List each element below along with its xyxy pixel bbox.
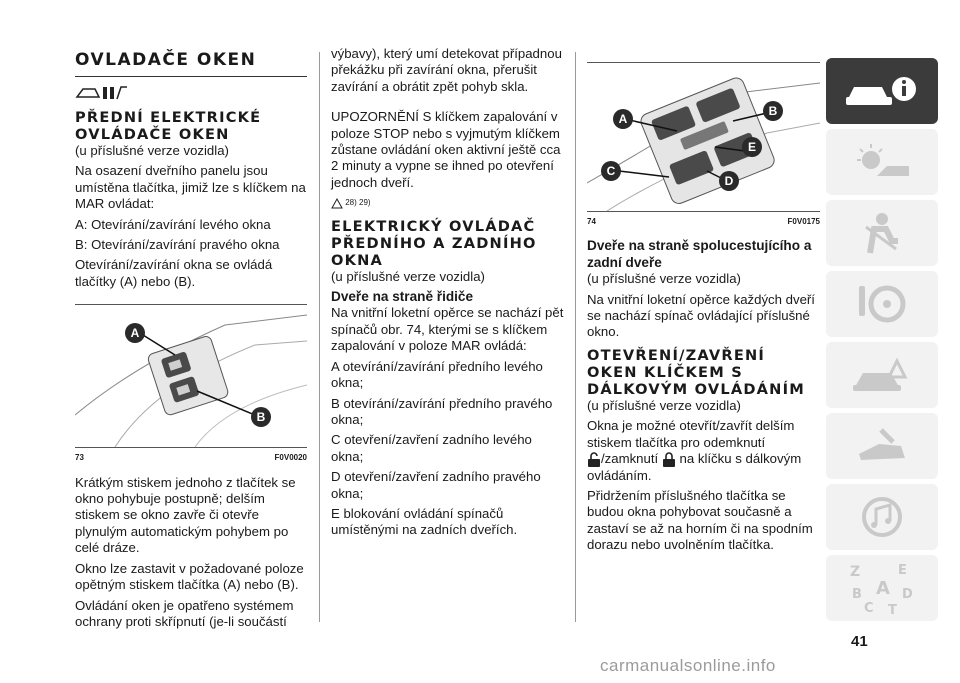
tab-safety[interactable] — [826, 200, 938, 266]
tab-car-info[interactable] — [826, 58, 938, 124]
tab-maintenance[interactable] — [826, 413, 938, 479]
chapter-tabs: Z E B A D C T — [826, 58, 938, 626]
version-icons — [75, 83, 307, 105]
paragraph: Přidržením příslušného tlačítka se budou… — [587, 487, 813, 553]
index-letter: A — [876, 578, 890, 599]
figure-caption: 74 F0V0175 — [587, 214, 820, 230]
tab-dashboard[interactable] — [826, 129, 938, 195]
subtitle-driver-door: Dveře na straně řidiče — [331, 289, 474, 305]
warning-ref-numbers: 28) 29) — [345, 198, 371, 208]
index-letters-icon: Z E B A D C T — [850, 563, 913, 616]
figure-74: A B E C D — [586, 62, 821, 212]
watermark: carmanualsonline.info — [600, 656, 776, 675]
paragraph: Okno lze zastavit v požadované poloze op… — [75, 560, 304, 593]
version-note: (u příslušné verze vozidla) — [75, 143, 229, 158]
paragraph: Na vnitřní loketní opěrce se nachází pět… — [331, 305, 564, 354]
paragraph: Na vnitřní loketní opěrce každých dveří … — [587, 291, 815, 340]
lock-icon — [662, 451, 675, 467]
index-letter: D — [902, 587, 913, 602]
index-letter: Z — [850, 564, 860, 580]
item-b: B otevírání/zavírání předního pravého ok… — [331, 395, 553, 427]
paragraph: Ovládání oken je opatřeno systémem ochra… — [75, 597, 294, 629]
tab-multimedia[interactable] — [826, 484, 938, 550]
version-equipment-icon — [75, 86, 127, 100]
figure-number: 73 — [75, 453, 84, 463]
figure-code: F0V0175 — [787, 217, 820, 226]
version-note: (u příslušné verze vozidla) — [587, 397, 741, 413]
column-divider — [319, 52, 320, 622]
paragraph: výbavy), který umí detekovat případnou p… — [331, 46, 562, 94]
figure-73: A B — [74, 304, 308, 449]
figure-number: 74 — [587, 217, 596, 226]
subtitle-passenger-doors: Dveře na straně spolucestujícího a zadní… — [587, 238, 812, 270]
callout-a: A — [125, 323, 145, 344]
main-title: OVLADAČE OKEN — [75, 50, 257, 70]
index-letter: C — [864, 601, 874, 616]
figure-caption: 73 F0V0020 — [75, 450, 307, 466]
tab-emergency[interactable] — [826, 342, 938, 408]
index-letter: E — [898, 563, 907, 578]
wrench-service-icon — [859, 428, 905, 460]
paragraph-remote: Okna je možné otevřít/zavřít delším stis… — [587, 418, 820, 484]
column-1: OVLADAČE OKEN PŘEDNÍ ELEKTRICKÉ OVLÁDAČE… — [74, 50, 308, 634]
door-switch-illustration — [74, 314, 308, 448]
column-3: A B E C D 74 F0V0175 Dveře na straně spo… — [586, 62, 821, 558]
item-a: A: Otevírání/zavírání levého okna — [75, 216, 271, 232]
paragraph: Krátkým stiskem jednoho z tlačítek se ok… — [75, 474, 296, 556]
airbag-seat-icon — [865, 213, 898, 254]
tab-index[interactable]: Z E B A D C T — [826, 555, 938, 621]
callout-b: B — [763, 101, 783, 121]
version-note: (u příslušné verze vozidla) — [587, 271, 741, 287]
tab-starting-driving[interactable] — [826, 271, 938, 337]
index-letter: T — [888, 603, 897, 616]
item-b: B: Otevírání/zavírání pravého okna — [75, 237, 280, 253]
callout-e: E — [742, 137, 762, 157]
text-part: Okna je možné otevřít/zavřít delším stis… — [587, 418, 795, 450]
index-letter: B — [852, 587, 862, 602]
item-c: C otevření/zavření zadního levého okna; — [331, 432, 532, 464]
music-phone-icon — [862, 497, 902, 537]
warning-triangle-icon — [331, 197, 343, 209]
warning-refs: 28) 29) — [331, 195, 564, 211]
item-d: D otevření/zavření zadního pravého okna; — [331, 469, 541, 501]
callout-c: C — [601, 161, 621, 181]
section-title-front-rear: ELEKTRICKÝ OVLÁDAČ PŘEDNÍHO A ZADNÍHO OK… — [331, 217, 537, 269]
unlock-icon — [588, 451, 600, 467]
title-rule — [75, 76, 307, 77]
warning-paragraph: UPOZORNĚNÍ S klíčkem zapalování v poloze… — [331, 109, 561, 190]
text-part: /zamknutí — [601, 451, 659, 467]
callout-d: D — [719, 171, 739, 191]
column-divider — [575, 52, 576, 622]
callout-a: A — [613, 109, 633, 129]
page-number: 41 — [851, 633, 868, 650]
column-2: výbavy), který umí detekovat případnou p… — [331, 46, 564, 543]
paragraph: Na osazení dveřního panelu jsou umístěna… — [75, 163, 306, 212]
paragraph: Otevírání/zavírání okna se ovládá tlačít… — [75, 257, 273, 289]
car-info-icon — [846, 77, 916, 105]
callout-b: B — [251, 407, 271, 428]
version-note: (u příslušné verze vozidla) — [331, 268, 485, 284]
item-e: E blokování ovládání spínačů umístěnými … — [331, 505, 518, 538]
section-title-remote: OTEVŘENÍ/ZAVŘENÍ OKEN KLÍČKEM S DÁLKOVÝM… — [587, 346, 805, 398]
figure-code: F0V0020 — [274, 453, 307, 463]
steering-key-icon — [859, 285, 906, 323]
dashboard-lights-icon — [857, 144, 909, 176]
car-breakdown-icon — [853, 357, 908, 391]
armrest-switches-illustration — [586, 77, 821, 212]
text-part: na klíčku s dálkovým ovládáním. — [587, 451, 802, 483]
item-a: A otevírání/zavírání předního levého okn… — [331, 358, 543, 391]
section-title-front-windows: PŘEDNÍ ELEKTRICKÉ OVLÁDAČE OKEN — [75, 109, 262, 143]
